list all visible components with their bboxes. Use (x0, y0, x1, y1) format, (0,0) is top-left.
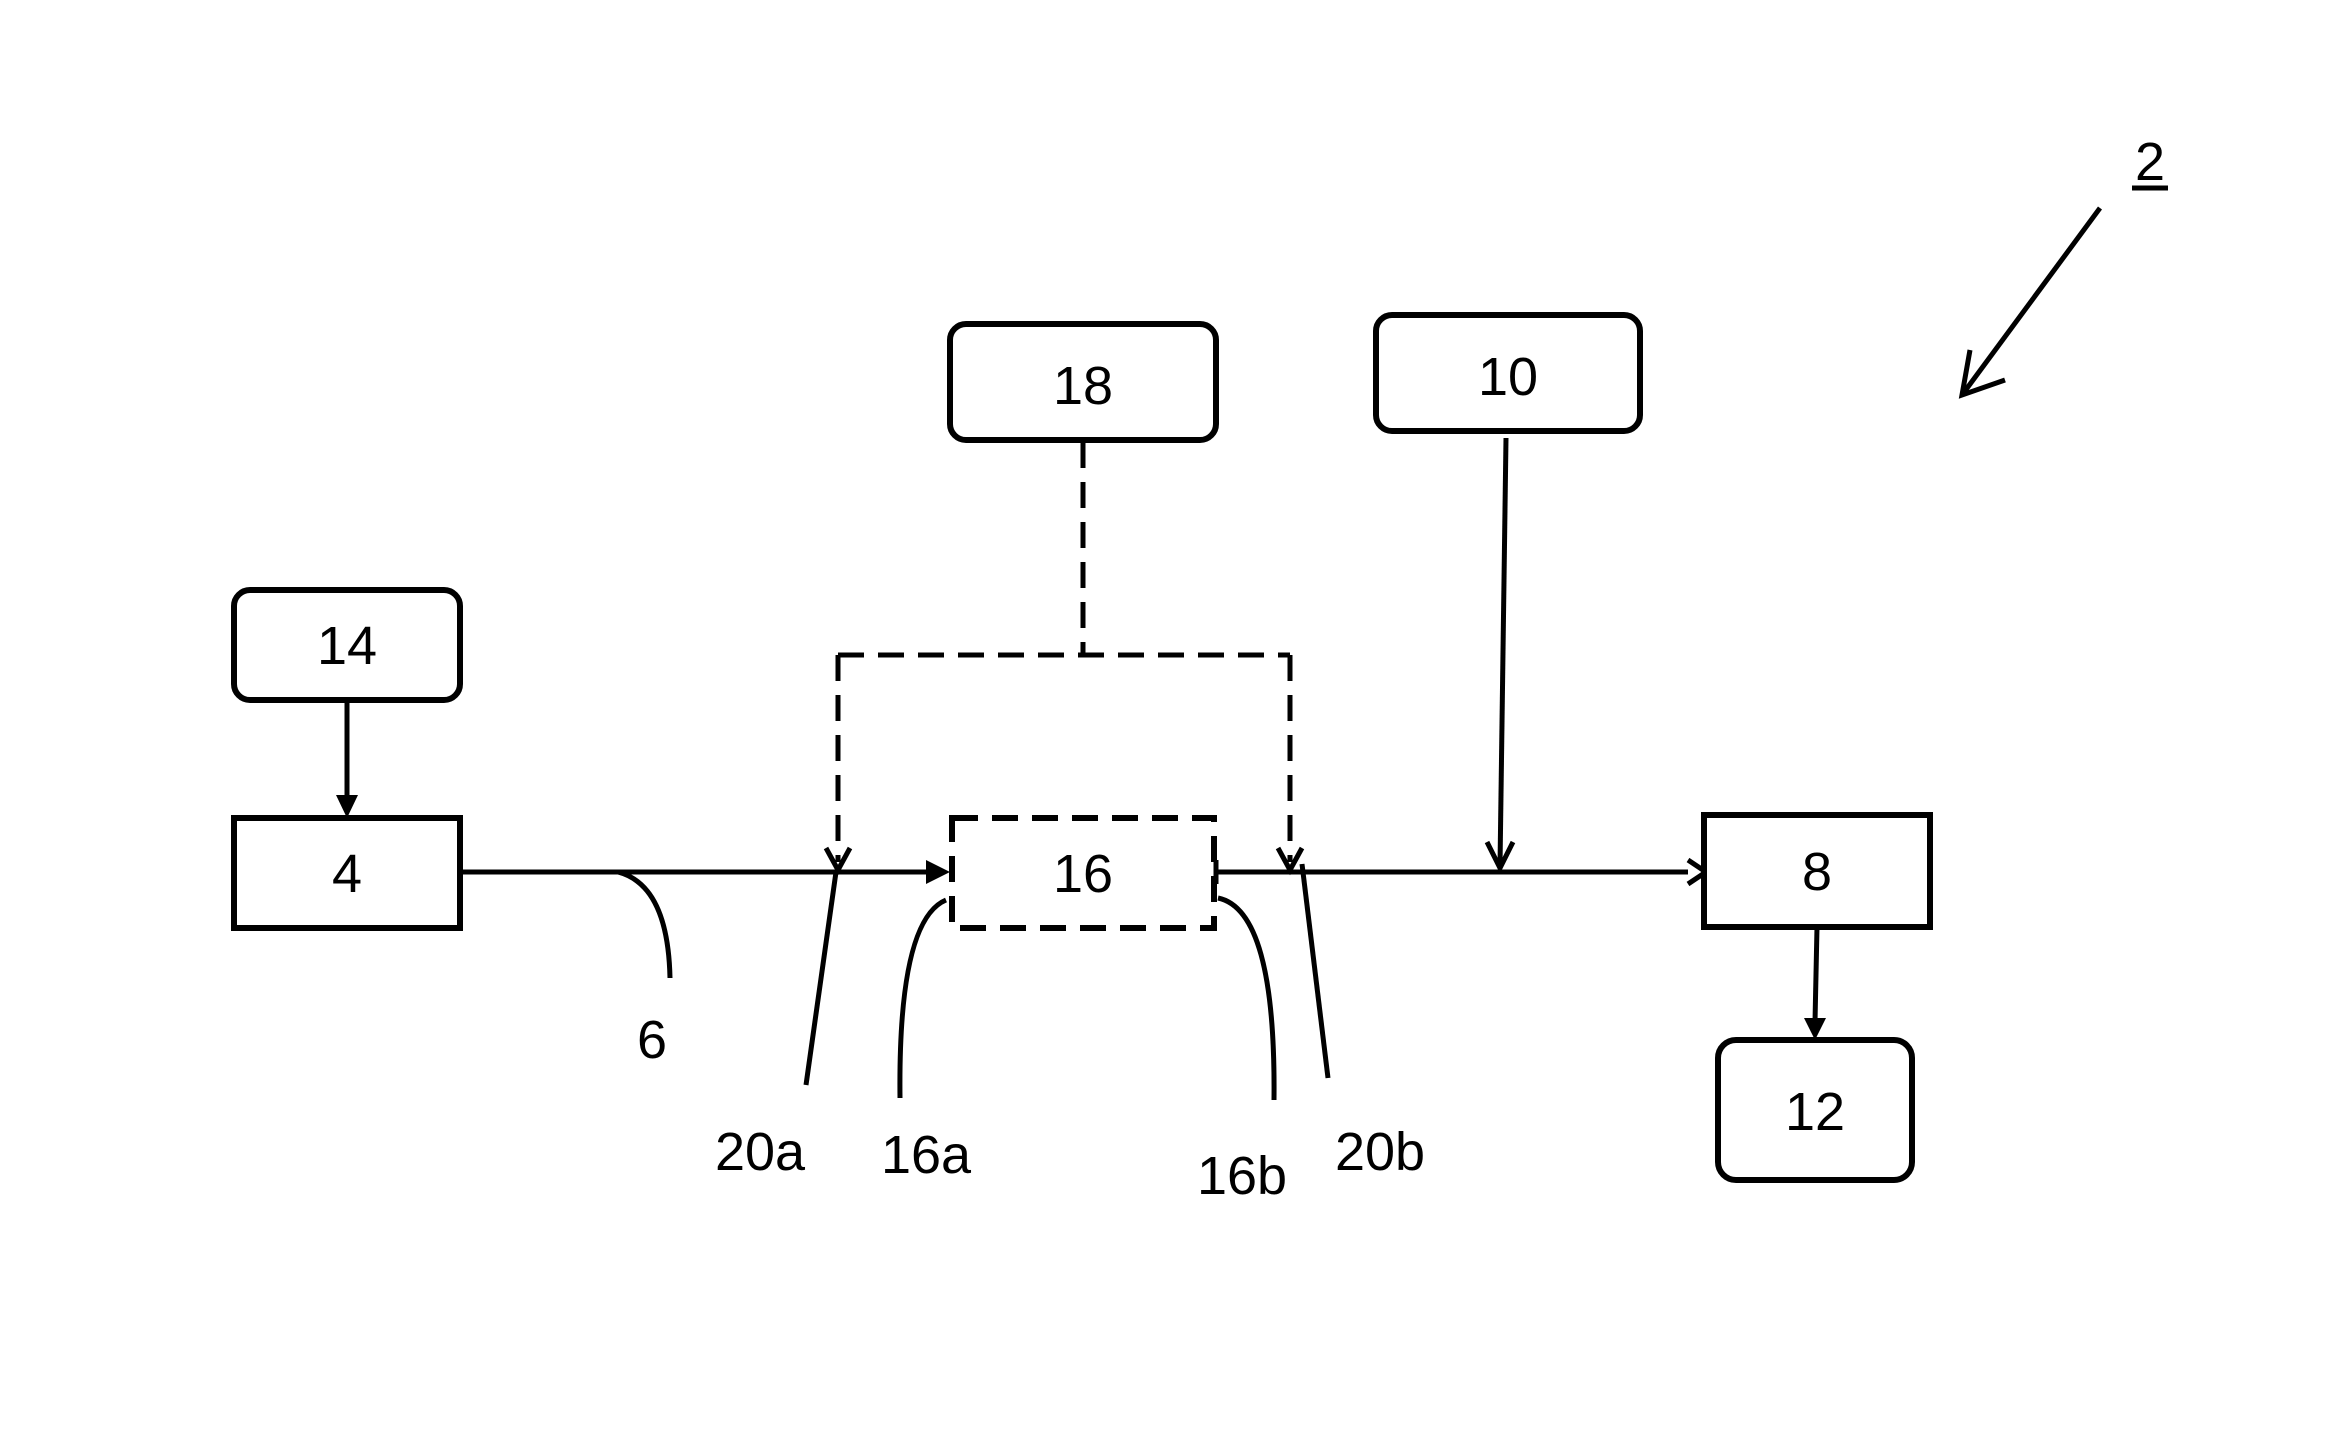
leader-16a (900, 900, 946, 1098)
arrowhead-14-to-4 (336, 795, 358, 818)
leader-6 (618, 872, 670, 978)
arrow-8-to-12 (1815, 927, 1817, 1022)
block-14-label: 14 (317, 616, 377, 676)
arrow-10-to-line (1500, 438, 1506, 866)
block-18-label: 18 (1053, 356, 1113, 416)
arrowhead-8-to-12 (1804, 1018, 1826, 1040)
block-4-label: 4 (332, 844, 362, 904)
callout-16b: 16b (1197, 1146, 1287, 1206)
block-8-label: 8 (1802, 842, 1832, 902)
block-16-label: 16 (1053, 844, 1113, 904)
arrowhead-into-16 (926, 860, 950, 884)
callout-20b: 20b (1335, 1122, 1425, 1182)
figure-ref-arrow (1962, 208, 2100, 395)
block-12-label: 12 (1785, 1082, 1845, 1142)
block-10-label: 10 (1478, 347, 1538, 407)
figure-ref-label: 2 (2135, 132, 2165, 192)
callout-20a: 20a (715, 1122, 806, 1182)
leader-20b (1302, 864, 1328, 1078)
callout-6: 6 (637, 1010, 667, 1070)
leader-16b (1218, 898, 1274, 1100)
leader-20a (806, 872, 836, 1085)
callout-16a: 16a (881, 1125, 972, 1185)
